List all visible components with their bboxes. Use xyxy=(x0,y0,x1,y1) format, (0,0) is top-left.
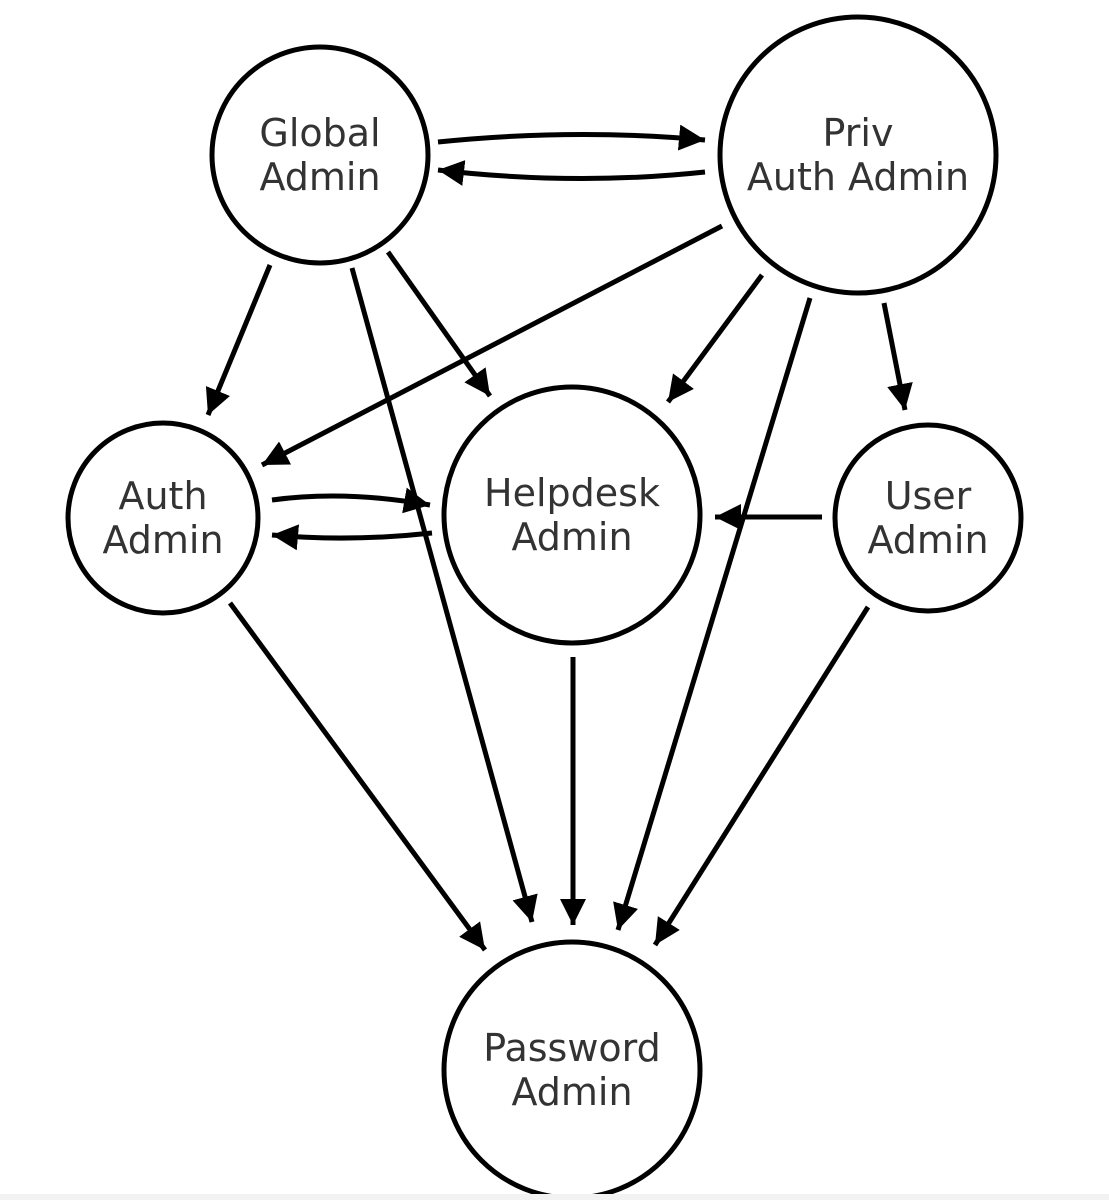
edge-global-to-priv xyxy=(437,124,706,151)
node-label-helpdesk-line-1: Admin xyxy=(511,515,632,559)
node-label-user-line-0: User xyxy=(885,474,972,518)
edges-layer xyxy=(205,124,913,952)
node-label-priv-line-1: Auth Admin xyxy=(747,155,969,199)
edge-priv-to-user xyxy=(881,302,913,411)
edge-priv-to-password xyxy=(613,297,813,931)
node-circle-priv xyxy=(717,14,999,296)
node-circle-global xyxy=(209,44,431,266)
node-circle-helpdesk xyxy=(441,384,703,646)
edge-global-to-helpdesk xyxy=(385,250,493,398)
edge-user-to-password xyxy=(652,605,871,947)
edge-priv-to-global xyxy=(437,160,706,186)
edge-auth-to-password xyxy=(227,601,488,952)
node-label-priv-line-0: Priv xyxy=(823,111,894,155)
edge-global-to-auth xyxy=(205,264,273,416)
edge-priv-to-helpdesk xyxy=(665,273,765,404)
node-label-helpdesk-line-0: Helpdesk xyxy=(484,471,660,515)
bottom-strip xyxy=(0,1194,1109,1200)
edge-helpdesk-to-auth xyxy=(271,524,433,551)
node-label-auth-line-1: Admin xyxy=(102,518,223,562)
node-label-password-line-1: Admin xyxy=(511,1070,632,1114)
node-label-user-line-1: Admin xyxy=(867,518,988,562)
edge-priv-to-auth xyxy=(260,223,724,468)
node-label-password-line-0: Password xyxy=(483,1026,661,1070)
node-circle-user xyxy=(832,422,1024,614)
node-label-global-line-1: Admin xyxy=(259,155,380,199)
node-label-global-line-0: Global xyxy=(259,111,380,155)
node-circle-auth xyxy=(65,420,261,616)
edge-global-to-password xyxy=(349,267,538,923)
node-label-auth-line-0: Auth xyxy=(118,474,207,518)
edge-auth-to-helpdesk xyxy=(271,487,431,514)
